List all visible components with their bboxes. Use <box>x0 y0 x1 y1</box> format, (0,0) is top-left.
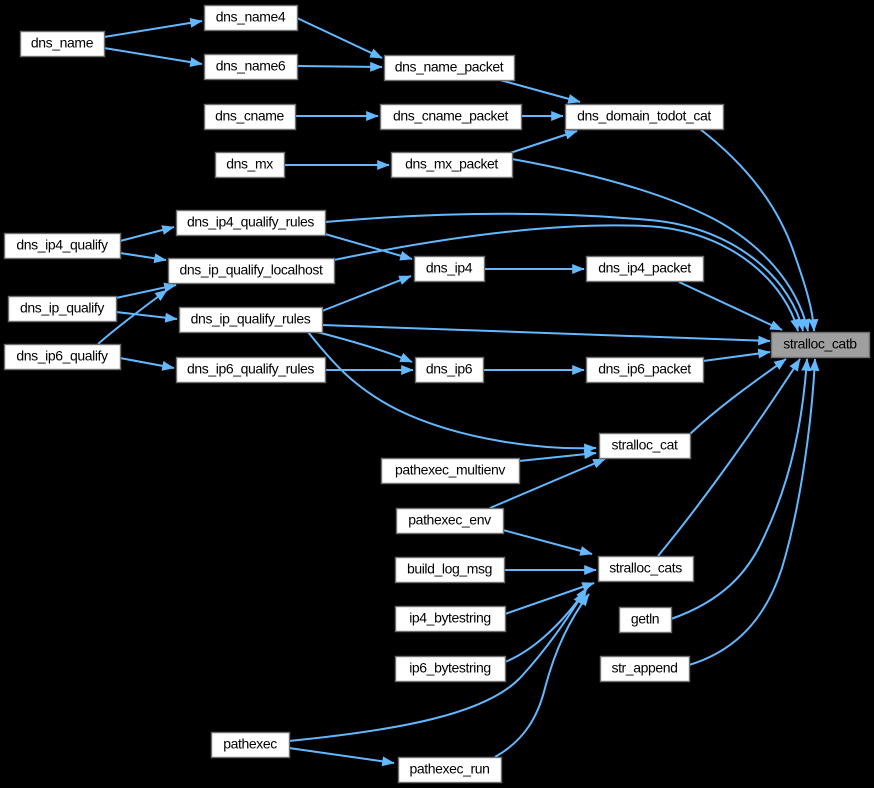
svg-text:pathexec_run: pathexec_run <box>409 761 489 777</box>
svg-text:dns_cname_packet: dns_cname_packet <box>393 108 509 124</box>
svg-text:ip6_bytestring: ip6_bytestring <box>409 660 491 676</box>
svg-text:dns_cname: dns_cname <box>215 108 284 124</box>
svg-text:pathexec_env: pathexec_env <box>408 512 491 528</box>
svg-text:str_append: str_append <box>611 660 677 676</box>
svg-text:dns_ip4_qualify_rules: dns_ip4_qualify_rules <box>187 214 314 230</box>
svg-text:getln: getln <box>631 611 659 627</box>
svg-text:dns_ip4: dns_ip4 <box>426 260 473 276</box>
svg-text:stralloc_catb: stralloc_catb <box>783 336 857 352</box>
svg-text:pathexec: pathexec <box>223 736 277 752</box>
svg-text:dns_ip_qualify_localhost: dns_ip_qualify_localhost <box>180 262 323 278</box>
svg-text:dns_ip6_qualify: dns_ip6_qualify <box>16 348 108 364</box>
svg-text:dns_name6: dns_name6 <box>216 58 286 74</box>
svg-text:dns_domain_todot_cat: dns_domain_todot_cat <box>577 108 711 124</box>
svg-text:dns_name_packet: dns_name_packet <box>395 59 504 75</box>
svg-text:dns_ip4_qualify: dns_ip4_qualify <box>16 237 108 253</box>
svg-text:dns_mx_packet: dns_mx_packet <box>405 156 498 172</box>
svg-text:dns_ip6_qualify_rules: dns_ip6_qualify_rules <box>187 361 314 377</box>
svg-text:ip4_bytestring: ip4_bytestring <box>409 610 491 626</box>
svg-text:dns_ip6: dns_ip6 <box>426 361 473 377</box>
svg-text:pathexec_multienv: pathexec_multienv <box>395 462 505 478</box>
svg-text:dns_name: dns_name <box>31 35 94 51</box>
svg-text:dns_name4: dns_name4 <box>216 9 286 25</box>
svg-text:dns_ip4_packet: dns_ip4_packet <box>598 260 691 276</box>
svg-text:stralloc_cat: stralloc_cat <box>611 437 678 453</box>
svg-text:build_log_msg: build_log_msg <box>407 561 492 577</box>
svg-text:dns_ip_qualify: dns_ip_qualify <box>20 300 104 316</box>
svg-text:dns_mx: dns_mx <box>226 156 273 172</box>
svg-text:dns_ip6_packet: dns_ip6_packet <box>598 361 691 377</box>
svg-text:stralloc_cats: stralloc_cats <box>609 560 682 576</box>
svg-text:dns_ip_qualify_rules: dns_ip_qualify_rules <box>191 311 311 327</box>
